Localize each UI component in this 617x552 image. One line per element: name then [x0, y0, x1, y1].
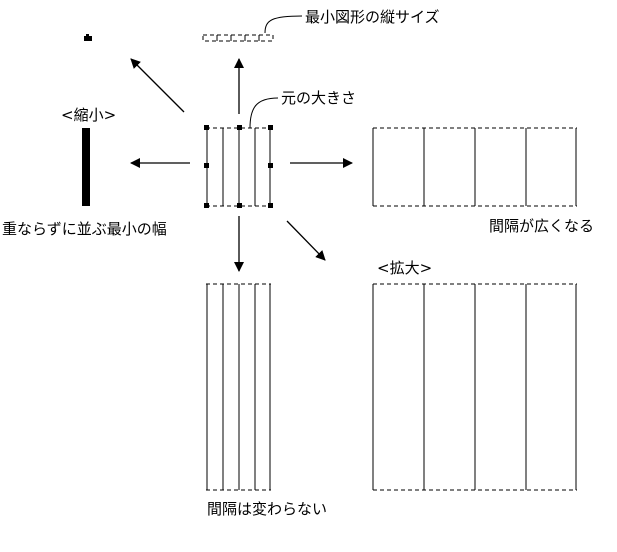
enlarge-label: <拡大>	[377, 259, 433, 277]
original-callout-line	[249, 97, 279, 129]
min-height-shape	[202, 34, 274, 42]
spacing-unchanged-label: 間隔は変わらない	[207, 500, 328, 518]
spacing-wider-label: 間隔が広くなる	[489, 217, 595, 235]
min-width-label: 重ならずに並ぶ最小の幅	[2, 220, 167, 238]
minimum-shape	[84, 34, 92, 41]
shrunk-shape	[82, 128, 90, 206]
shrink-label: <縮小>	[61, 106, 117, 124]
arrow-up-left	[130, 58, 185, 113]
min-height-label: 最小図形の縦サイズ	[305, 8, 440, 26]
tall-shape	[206, 283, 271, 491]
original-shape	[206, 127, 271, 207]
enlarged-shape	[372, 283, 577, 491]
wide-shape	[372, 127, 577, 207]
selection-handles[interactable]	[204, 125, 273, 208]
min-height-callout-line	[264, 15, 303, 34]
arrow-down-right	[286, 220, 326, 261]
original-size-label: 元の大きさ	[281, 89, 357, 107]
